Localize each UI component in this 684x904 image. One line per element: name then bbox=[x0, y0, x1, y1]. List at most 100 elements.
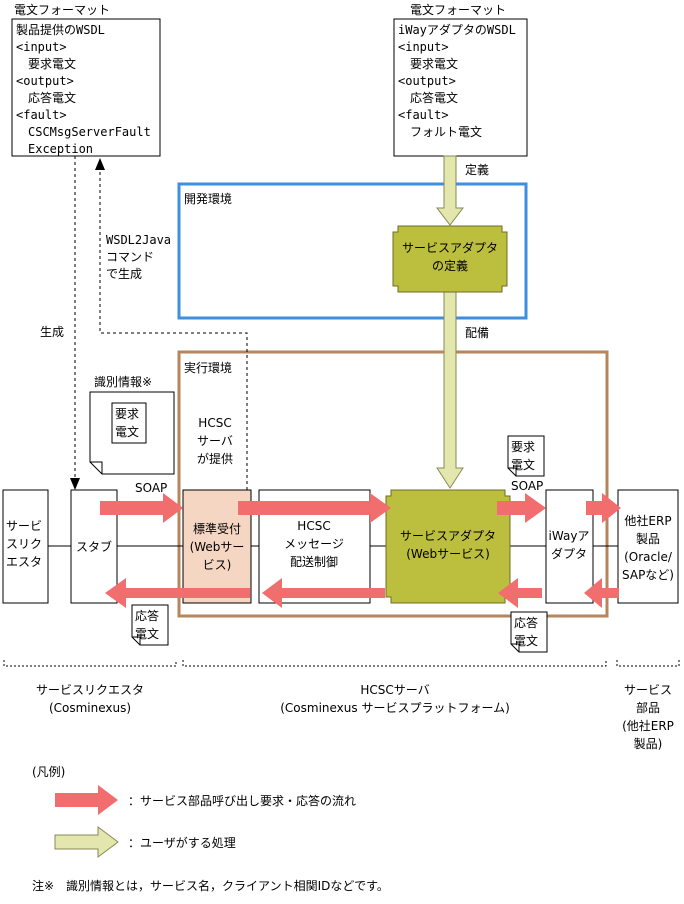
request-doc-right-line: 電文 bbox=[511, 457, 535, 472]
format-right-box bbox=[393, 18, 528, 157]
id-info-doc bbox=[111, 402, 147, 444]
hcsc-provides-label: が提供 bbox=[197, 451, 233, 466]
format-left-line: <fault> bbox=[16, 108, 67, 122]
response-doc-left bbox=[131, 604, 169, 646]
wsdl2java-label: で生成 bbox=[106, 267, 142, 281]
message-control-line: HCSC bbox=[297, 519, 330, 533]
bottom-hcsc-line: HCSCサーバ bbox=[360, 683, 429, 697]
erp-line: 他社ERP bbox=[624, 513, 671, 528]
format-right-line: <input> bbox=[398, 40, 449, 54]
bottom-requester-line: サービスリクエスタ bbox=[36, 683, 144, 697]
format-right-line: <fault> bbox=[398, 108, 449, 122]
format-left-line: 製品提供のWSDL bbox=[16, 22, 105, 37]
response-doc-right-line: 応答 bbox=[514, 615, 538, 630]
id-info-doc-line: 電文 bbox=[115, 424, 139, 439]
bottom-parts-line: 部品 bbox=[636, 700, 660, 715]
service-requester-line: エスタ bbox=[6, 555, 42, 569]
erp-box bbox=[617, 489, 679, 604]
request-doc-right bbox=[507, 435, 545, 477]
format-left-line: Exception bbox=[16, 142, 93, 156]
format-right-caption: 電文フォーマット bbox=[410, 2, 506, 17]
erp-line: 製品 bbox=[636, 532, 660, 546]
define-arrow bbox=[435, 155, 465, 226]
wsdl2java-dashed-line bbox=[99, 164, 248, 490]
response-arrow bbox=[262, 578, 385, 608]
service-requester-line: サービ bbox=[6, 519, 42, 533]
response-doc-left-line: 応答 bbox=[135, 608, 159, 623]
parts-bracket bbox=[616, 660, 680, 667]
format-right-line: <output> bbox=[398, 74, 456, 88]
soap-label-left: SOAP bbox=[135, 481, 167, 495]
request-arrow bbox=[238, 493, 391, 523]
response-doc-right bbox=[510, 611, 548, 653]
generate-label: 生成 bbox=[40, 325, 64, 339]
wsdl2java-arrowhead bbox=[95, 158, 105, 170]
footnote: 注※ 識別情報とは，サービス名，クライアント相関IDなどです。 bbox=[32, 878, 389, 893]
deploy-label: 配備 bbox=[465, 325, 489, 340]
bottom-parts-line: (他社ERP bbox=[622, 718, 674, 733]
legend-yellow-arrow bbox=[54, 826, 119, 858]
format-left-line: 応答電文 bbox=[16, 90, 76, 105]
format-right-line: フォルト電文 bbox=[398, 124, 482, 139]
response-arrow bbox=[105, 578, 250, 608]
hcsc-provides-label: HCSC bbox=[198, 416, 231, 430]
service-adapter-box bbox=[385, 489, 511, 604]
adapter-definition bbox=[392, 225, 508, 293]
standard-receiver-line: 標準受付 bbox=[193, 521, 241, 536]
format-left-line: <output> bbox=[16, 74, 74, 88]
stub-label: スタブ bbox=[76, 539, 112, 554]
dev-env-frame bbox=[177, 182, 528, 320]
format-right-line: 応答電文 bbox=[398, 90, 458, 105]
id-info-doc-line: 要求 bbox=[115, 407, 139, 421]
legend-title: (凡例) bbox=[32, 765, 65, 779]
hcsc-provides-label: サーバ bbox=[197, 434, 233, 448]
legend-red-label: ：サービス部品呼び出し要求・応答の流れ bbox=[128, 793, 356, 808]
response-doc-right-line: 電文 bbox=[514, 633, 538, 648]
message-control-line: 配送制御 bbox=[290, 554, 338, 569]
format-right-line: 要求電文 bbox=[398, 56, 458, 71]
bottom-hcsc-line: (Cosminexus サービスプラットフォーム) bbox=[280, 701, 510, 715]
requester-bracket bbox=[3, 660, 177, 667]
iway-adapter-line: ダプタ bbox=[551, 546, 587, 561]
format-left-line: CSCMsgServerFault bbox=[16, 125, 151, 139]
request-doc-right-fold bbox=[508, 467, 517, 476]
iway-adapter-line: iWayア bbox=[549, 529, 590, 543]
format-left-box bbox=[11, 18, 161, 157]
dev-env-title: 開発環境 bbox=[184, 191, 232, 206]
adapter-definition-line: サービスアダプタ bbox=[402, 240, 498, 255]
standard-receiver-line: (Webサー bbox=[190, 540, 245, 554]
bottom-parts-line: サービス bbox=[624, 683, 672, 697]
service-adapter-line: サービスアダプタ bbox=[400, 528, 496, 543]
format-right-line: iWayアダプタのWSDL bbox=[398, 22, 516, 37]
wsdl2java-label: コマンド bbox=[106, 250, 154, 264]
response-doc-left-fold bbox=[132, 636, 141, 645]
response-arrow bbox=[584, 578, 619, 608]
erp-line: SAPなど) bbox=[622, 568, 674, 582]
id-info-fold bbox=[90, 461, 103, 474]
legend-yellow-label: ：ユーザがする処理 bbox=[128, 835, 236, 850]
iway-adapter-box bbox=[545, 489, 594, 604]
legend-red-arrow bbox=[55, 785, 118, 815]
run-env-frame bbox=[177, 350, 609, 618]
request-arrow bbox=[497, 493, 546, 523]
format-left-line: <input> bbox=[16, 40, 67, 54]
deploy-arrow bbox=[436, 291, 464, 489]
erp-line: (Oracle/ bbox=[624, 550, 673, 564]
standard-receiver-line: ビス) bbox=[203, 558, 232, 572]
wsdl2java-label: WSDL2Java bbox=[106, 233, 171, 247]
request-arrow bbox=[586, 493, 621, 523]
format-right-lines: iWayアダプタのWSDL <input> 要求電文 <output> 応答電文… bbox=[398, 22, 516, 139]
run-env-title: 実行環境 bbox=[184, 360, 232, 375]
response-arrow bbox=[498, 578, 542, 608]
request-doc-right-line: 要求 bbox=[511, 440, 535, 454]
request-arrow bbox=[100, 493, 183, 523]
format-left-lines: 製品提供のWSDL <input> 要求電文 <output> 応答電文 <fa… bbox=[16, 22, 151, 156]
message-control-line: メッセージ bbox=[284, 537, 344, 551]
response-doc-right-fold bbox=[511, 643, 520, 652]
service-requester-box bbox=[2, 489, 49, 604]
service-requester-line: スリク bbox=[6, 537, 42, 551]
bottom-parts-line: 製品) bbox=[634, 737, 663, 751]
adapter-definition-line: の定義 bbox=[432, 258, 468, 273]
bottom-requester-line: (Cosminexus) bbox=[49, 701, 131, 715]
